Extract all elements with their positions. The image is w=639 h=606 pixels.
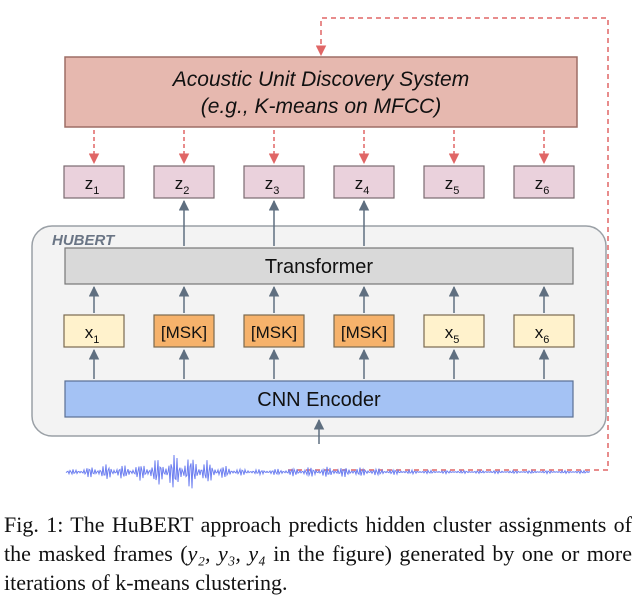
figure-caption: Fig. 1: The HuBERT approach predicts hid… xyxy=(4,510,632,597)
input-label-5-subscript: 5 xyxy=(453,334,459,346)
discovery-title: Acoustic Unit Discovery System xyxy=(171,68,469,91)
caption-prefix: Fig. 1: The HuBERT approach predicts hid… xyxy=(4,512,632,566)
cnn-encoder-box xyxy=(64,380,574,418)
target-label-5-base: z xyxy=(445,174,454,193)
transformer-box xyxy=(64,247,574,285)
cnn-encoder-label: CNN Encoder xyxy=(257,389,381,411)
target-label-6: z6 xyxy=(535,174,550,197)
input-label-3-base: [MSK] xyxy=(251,323,297,342)
input-label-2-base: [MSK] xyxy=(161,323,207,342)
input-box-5 xyxy=(423,314,485,348)
hubert-label: HUBERT xyxy=(52,232,116,249)
target-label-1-subscript: 1 xyxy=(93,185,99,197)
caption-suffix: in the figure) generated by one or more … xyxy=(4,541,632,595)
audio-waveform xyxy=(65,454,591,489)
target-box-3 xyxy=(243,165,305,199)
target-label-2-base: z xyxy=(175,174,184,193)
target-label-4: z4 xyxy=(355,174,370,197)
masked-input-box-2 xyxy=(153,314,215,348)
input-label-1: x1 xyxy=(85,323,100,346)
input-label-5-base: x xyxy=(445,323,454,342)
target-box-6 xyxy=(513,165,575,199)
target-label-5: z5 xyxy=(445,174,460,197)
target-box-2 xyxy=(153,165,215,199)
discovery-box xyxy=(64,56,578,128)
connection-arrows xyxy=(88,130,550,379)
target-box-1 xyxy=(63,165,125,199)
input-label-1-subscript: 1 xyxy=(93,334,99,346)
target-label-4-subscript: 4 xyxy=(363,185,369,197)
input-label-6: x6 xyxy=(535,323,550,346)
input-label-1-base: x xyxy=(85,323,94,342)
target-label-6-subscript: 6 xyxy=(543,185,549,197)
target-label-3: z3 xyxy=(265,174,280,197)
input-label-2: [MSK] xyxy=(161,323,207,342)
masked-input-box-4 xyxy=(333,314,395,348)
input-label-3: [MSK] xyxy=(251,323,297,342)
input-label-4: [MSK] xyxy=(341,323,387,342)
target-label-3-base: z xyxy=(265,174,274,193)
target-label-4-base: z xyxy=(355,174,364,193)
target-box-4 xyxy=(333,165,395,199)
target-label-1: z1 xyxy=(85,174,100,197)
input-label-4-base: [MSK] xyxy=(341,323,387,342)
input-label-6-subscript: 6 xyxy=(543,334,549,346)
target-box-5 xyxy=(423,165,485,199)
input-label-6-base: x xyxy=(535,323,544,342)
transformer-label: Transformer xyxy=(265,256,374,278)
discovery-subtitle: (e.g., K-means on MFCC) xyxy=(201,95,441,118)
input-box-6 xyxy=(513,314,575,348)
hubert-diagram: HUBERT Acoustic Unit Discovery System (e… xyxy=(31,17,609,489)
masked-input-box-3 xyxy=(243,314,305,348)
target-label-1-base: z xyxy=(85,174,94,193)
input-box-1 xyxy=(63,314,125,348)
caption-math: y₂, y₃, y₄ xyxy=(187,541,266,566)
target-label-2-subscript: 2 xyxy=(183,185,189,197)
target-label-3-subscript: 3 xyxy=(273,185,279,197)
waveform-signal xyxy=(65,454,591,489)
target-label-5-subscript: 5 xyxy=(453,185,459,197)
feedback-dashed-line xyxy=(288,17,609,471)
target-label-6-base: z xyxy=(535,174,544,193)
input-label-5: x5 xyxy=(445,323,460,346)
target-label-2: z2 xyxy=(175,174,190,197)
